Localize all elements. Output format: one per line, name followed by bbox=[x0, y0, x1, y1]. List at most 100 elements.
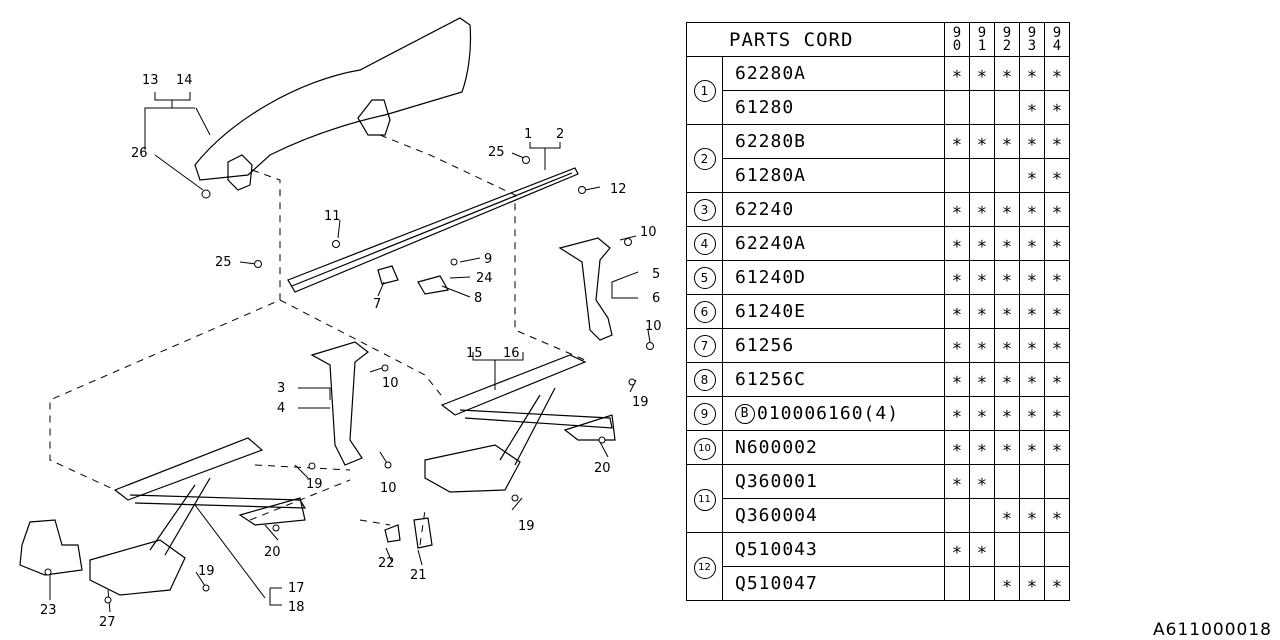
part-number: Q510047 bbox=[735, 573, 818, 594]
year-mark-cell bbox=[969, 566, 995, 601]
part-number-cell: 61240D bbox=[722, 260, 945, 295]
year-mark-cell: ∗ bbox=[944, 56, 970, 91]
year-mark-cell: ∗ bbox=[1044, 192, 1070, 227]
year-mark-cell: ∗ bbox=[994, 192, 1020, 227]
parts-exploded-diagram: 13 14 26 1 2 25 12 11 9 24 8 7 25 10 5 6… bbox=[19, 17, 662, 630]
year-mark-cell: ∗ bbox=[1044, 158, 1070, 193]
callout-7: 7 bbox=[373, 297, 381, 312]
year-mark-cell: ∗ bbox=[944, 124, 970, 159]
ref-number-cell: 6 bbox=[686, 294, 723, 329]
year-mark-cell: ∗ bbox=[1044, 294, 1070, 329]
year-mark-cell: ∗ bbox=[1019, 362, 1045, 397]
year-mark-cell: ∗ bbox=[969, 430, 995, 465]
ref-number-circle: 7 bbox=[693, 334, 716, 357]
part-number: Q360001 bbox=[735, 471, 818, 492]
year-mark-cell: ∗ bbox=[1019, 566, 1045, 601]
regulator-upper bbox=[440, 354, 587, 416]
part-number: 62280A bbox=[735, 63, 807, 84]
callout-10-a: 10 bbox=[640, 225, 657, 240]
year-mark-cell: ∗ bbox=[1044, 226, 1070, 261]
callout-11: 11 bbox=[324, 209, 341, 224]
callout-4: 4 bbox=[277, 401, 285, 416]
year-mark-cell: ∗ bbox=[1019, 158, 1045, 193]
year-mark-cell: ∗ bbox=[944, 362, 970, 397]
callout-1: 1 bbox=[524, 127, 532, 142]
callout-18: 18 bbox=[288, 600, 305, 615]
part-number: 61280A bbox=[735, 165, 807, 186]
ref-number-circle: 3 bbox=[693, 198, 716, 221]
part-number-cell: Q360004 bbox=[722, 498, 945, 533]
year-mark-cell: ∗ bbox=[1019, 498, 1045, 533]
part-number: 61256 bbox=[735, 335, 795, 356]
year-mark-cell: ∗ bbox=[1044, 396, 1070, 431]
part-number-cell: 61280 bbox=[722, 90, 945, 125]
glass-holder-rear bbox=[357, 99, 391, 136]
callout-2: 2 bbox=[556, 127, 564, 142]
year-mark-cell: ∗ bbox=[1044, 328, 1070, 363]
callout-3: 3 bbox=[277, 381, 285, 396]
callout-23: 23 bbox=[40, 603, 57, 618]
year-mark-cell: ∗ bbox=[1019, 294, 1045, 329]
year-mark-cell: ∗ bbox=[944, 532, 970, 567]
year-mark-cell: ∗ bbox=[969, 464, 995, 499]
year-mark-cell: ∗ bbox=[944, 260, 970, 295]
ref-number-cell: 2 bbox=[686, 124, 723, 193]
callout-26: 26 bbox=[131, 146, 148, 161]
callout-27: 27 bbox=[99, 615, 116, 630]
year-mark-cell bbox=[969, 498, 995, 533]
callout-10-b: 10 bbox=[645, 319, 662, 334]
ref-number-circle: 12 bbox=[693, 556, 716, 579]
weatherstrip bbox=[287, 167, 579, 293]
part-number-cell: 61256 bbox=[722, 328, 945, 363]
ref-number-cell: 5 bbox=[686, 260, 723, 295]
year-mark-cell: ∗ bbox=[994, 124, 1020, 159]
ref-number-cell: 1 bbox=[686, 56, 723, 125]
rear-guide-rail bbox=[558, 237, 613, 341]
table-row: Q510047∗∗∗ bbox=[687, 566, 1070, 601]
part-number-cell: Q510043 bbox=[722, 532, 945, 567]
part-number: 61280 bbox=[735, 97, 795, 118]
year-mark-cell: ∗ bbox=[994, 498, 1020, 533]
fitting-8 bbox=[417, 275, 449, 295]
callout-22: 22 bbox=[378, 556, 395, 571]
year-mark-cell: ∗ bbox=[944, 226, 970, 261]
callout-25-upper: 25 bbox=[488, 145, 505, 160]
year-mark-cell: ∗ bbox=[1044, 498, 1070, 533]
year-mark-cell bbox=[969, 90, 995, 125]
ref-number-cell: 7 bbox=[686, 328, 723, 363]
year-mark-cell: ∗ bbox=[969, 532, 995, 567]
regulator-motor bbox=[19, 519, 83, 576]
ref-number-cell: 11 bbox=[686, 464, 723, 533]
ref-number-circle: 6 bbox=[693, 300, 716, 323]
year-mark-cell: ∗ bbox=[969, 362, 995, 397]
callout-8: 8 bbox=[474, 291, 482, 306]
year-mark-cell bbox=[994, 532, 1020, 567]
year-mark-cell: ∗ bbox=[994, 56, 1020, 91]
ref-number-cell: 8 bbox=[686, 362, 723, 397]
table-row: Q360004∗∗∗ bbox=[687, 498, 1070, 533]
ref-number-cell: 9 bbox=[686, 396, 723, 431]
callout-21: 21 bbox=[410, 568, 427, 583]
year-mark-cell bbox=[969, 158, 995, 193]
year-mark-cell bbox=[944, 566, 970, 601]
year-mark-cell: ∗ bbox=[994, 430, 1020, 465]
ref-number-cell: 3 bbox=[686, 192, 723, 227]
year-mark-cell bbox=[994, 158, 1020, 193]
part-number: 62240A bbox=[735, 233, 807, 254]
part-number-cell: 61240E bbox=[722, 294, 945, 329]
callout-25-lower: 25 bbox=[215, 255, 232, 270]
year-mark-cell: ∗ bbox=[1044, 362, 1070, 397]
year-mark-cell: ∗ bbox=[969, 124, 995, 159]
table-title: PARTS CORD bbox=[686, 22, 945, 57]
part-number: 61256C bbox=[735, 369, 807, 390]
year-mark-cell: ∗ bbox=[944, 192, 970, 227]
